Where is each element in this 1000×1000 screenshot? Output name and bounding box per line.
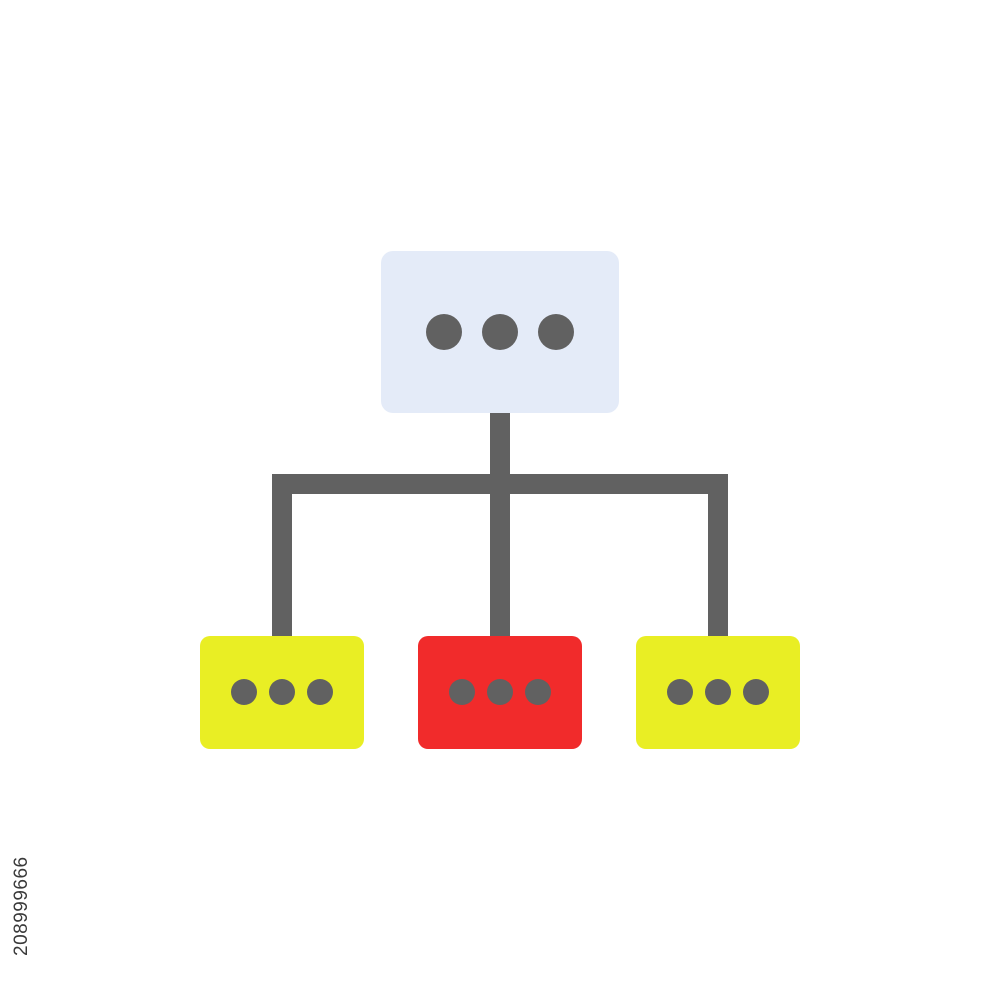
dot	[307, 679, 333, 705]
dot	[743, 679, 769, 705]
dot	[449, 679, 475, 705]
dot	[482, 314, 518, 350]
connector-lines	[272, 412, 728, 640]
dot	[487, 679, 513, 705]
connector-corner-left	[272, 474, 300, 640]
dot	[705, 679, 731, 705]
child-node-right	[636, 636, 800, 749]
ellipsis-icon	[426, 314, 574, 350]
dot	[269, 679, 295, 705]
dot	[538, 314, 574, 350]
child-node-center	[418, 636, 582, 749]
ellipsis-icon	[449, 679, 551, 705]
dot	[525, 679, 551, 705]
connector-corner-right	[700, 474, 728, 640]
dot	[231, 679, 257, 705]
root-node	[381, 251, 619, 413]
dot	[667, 679, 693, 705]
dot	[426, 314, 462, 350]
child-node-left	[200, 636, 364, 749]
ellipsis-icon	[231, 679, 333, 705]
stock-id-label: 208999666	[11, 856, 32, 956]
ellipsis-icon	[667, 679, 769, 705]
